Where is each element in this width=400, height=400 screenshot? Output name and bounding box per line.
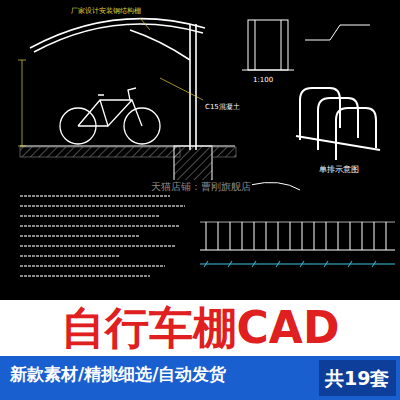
leader-lines <box>18 18 203 146</box>
rack-detail <box>242 20 370 70</box>
bicycle <box>60 88 160 144</box>
canopy <box>30 19 205 150</box>
watermark: 天猫店铺：曹刚旗舰店 <box>150 180 252 194</box>
count-text: 共19套 <box>319 360 396 396</box>
rack-row-elevation <box>200 182 395 267</box>
foundation <box>20 146 236 182</box>
title: 自行车棚CAD <box>0 302 400 354</box>
rack-3d <box>296 88 380 160</box>
cad-annotation: C15混凝土 <box>204 102 241 112</box>
cad-annotation: 厂家设计安装钢结构棚 <box>70 6 142 16</box>
cad-annotation: 单排示意图 <box>318 164 360 175</box>
cad-annotation: 1:100 <box>252 76 274 84</box>
feature-band: 新款素材/精挑细选/自动发货共19套 <box>0 356 400 400</box>
notes-lines <box>20 196 185 276</box>
count-badge: 共19套 <box>319 360 396 396</box>
